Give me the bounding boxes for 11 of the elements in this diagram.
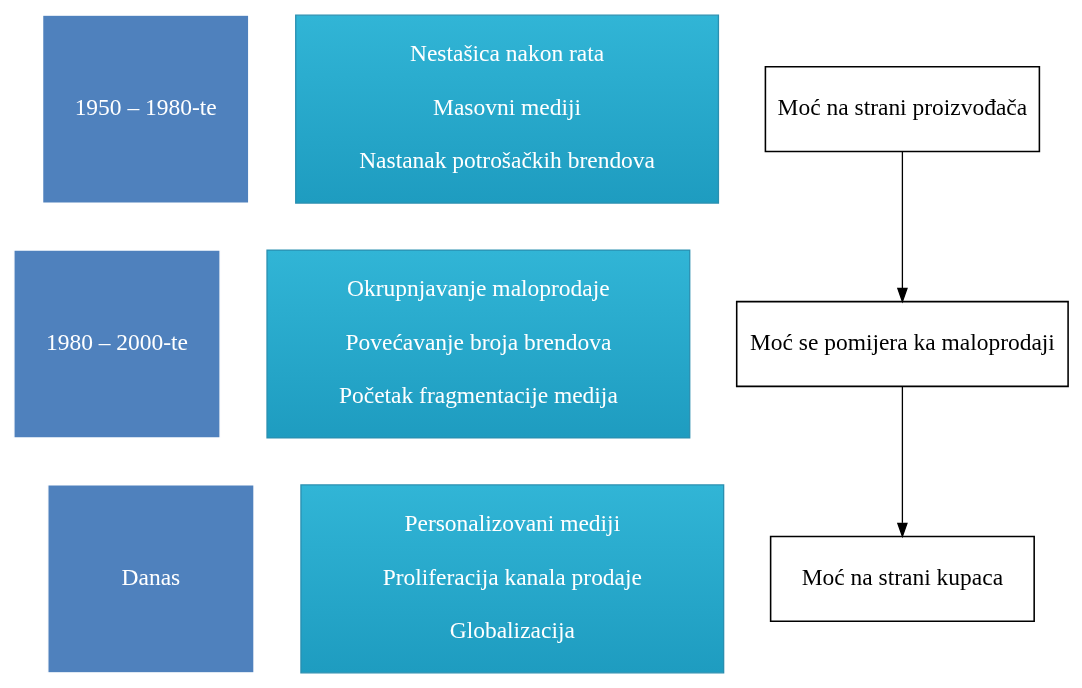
node-box: Personalizovani mediji Proliferacija kanala prodaje Globalizacija [300, 484, 725, 674]
node-box: Moć na strani proizvođača [764, 65, 1041, 153]
arrow [896, 386, 908, 539]
node-box: Okrupnjavanje maloprodaje Povećavanje broja brendova Početak fragmentacije medija [266, 249, 691, 439]
node-box: Moć se pomijera ka maloprodaji [735, 300, 1069, 388]
node-box: Danas [47, 484, 255, 674]
node-box: Moć na strani kupaca [769, 535, 1035, 623]
node-box: 1980 – 2000-te [13, 249, 221, 439]
node-box: Nestašica nakon rata Masovni mediji Nastanak potrošačkih brendova [295, 14, 720, 204]
node-box: 1950 – 1980-te [41, 14, 250, 204]
arrow [896, 151, 908, 304]
